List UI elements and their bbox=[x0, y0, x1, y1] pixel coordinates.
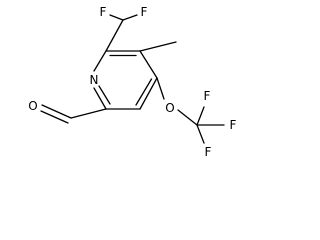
bond-cho-o-double bbox=[41, 104, 72, 119]
molecule-structure: N F F O O F F F bbox=[28, 5, 237, 158]
aldehyde-oxygen-label: O bbox=[28, 99, 37, 113]
bond-c4-c5 bbox=[139, 77, 158, 110]
cf3-fluorine-right-label: F bbox=[230, 118, 237, 132]
chf2-fluorine-right-label: F bbox=[141, 5, 148, 19]
cf3-fluorine-top-label: F bbox=[204, 89, 211, 103]
bond-c3-methyl bbox=[139, 41, 177, 52]
cf3-fluorine-bottom-label: F bbox=[205, 145, 212, 158]
bond-cf3-f-bottom bbox=[196, 124, 205, 144]
bond-chf2-f-right bbox=[122, 14, 138, 21]
bond-cho-o-double-inner bbox=[40, 110, 69, 124]
ether-oxygen-label: O bbox=[165, 101, 174, 115]
bond-c6-n1 bbox=[93, 87, 107, 110]
ring-nitrogen-label: N bbox=[90, 73, 99, 87]
chf2-fluorine-left-label: F bbox=[100, 5, 107, 19]
bond-o-cf3 bbox=[177, 109, 198, 126]
bond-c6-n1-inner bbox=[98, 85, 111, 105]
bond-c3-c4 bbox=[139, 50, 158, 79]
bond-c2-chf2 bbox=[105, 19, 124, 52]
bond-c4-o bbox=[156, 77, 165, 100]
bond-c6-cho bbox=[70, 108, 107, 119]
bond-n1-c2 bbox=[93, 50, 107, 72]
bond-chf2-f-left bbox=[109, 14, 124, 21]
bond-cf3-f-top bbox=[196, 106, 205, 126]
bond-c4-c5-inner bbox=[135, 78, 153, 106]
